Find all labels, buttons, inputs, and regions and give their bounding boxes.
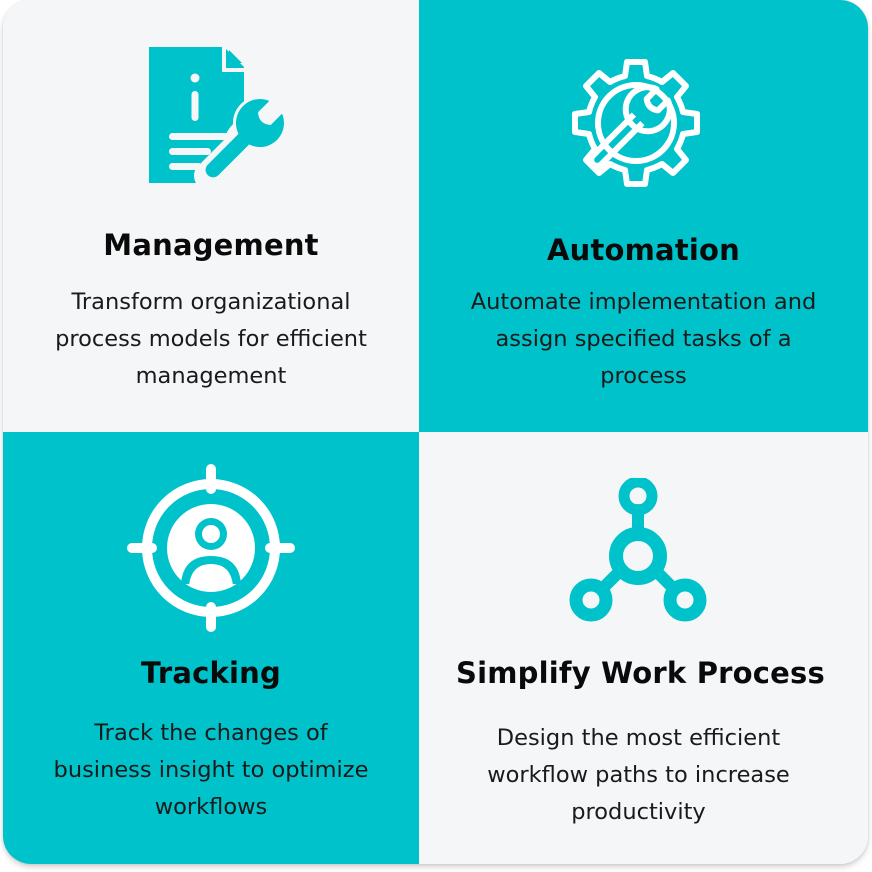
quadrant-title: Simplify Work Process: [456, 656, 825, 690]
target-user-icon: [3, 462, 419, 634]
gear-wrench-icon: [403, 50, 868, 200]
description-line: workflow paths to increase: [487, 762, 790, 788]
quadrant-description: Track the changes of business insight to…: [3, 715, 419, 826]
quadrant-tracking: Tracking Track the changes of business i…: [3, 432, 419, 864]
description-line: Automate implementation and: [470, 289, 817, 315]
description-line: business insight to optimize: [53, 757, 369, 783]
description-line: productivity: [571, 799, 706, 825]
quadrant-title: Tracking: [141, 656, 281, 690]
description-line: management: [135, 363, 287, 389]
document-wrench-icon: [3, 42, 419, 197]
quadrant-description: Design the most efficient workflow paths…: [409, 720, 868, 831]
network-nodes-icon: [407, 478, 868, 628]
description-line: Track the changes of: [94, 720, 328, 746]
features-card: Management Transform organizational proc…: [3, 0, 868, 864]
quadrant-simplify: Simplify Work Process Design the most ef…: [419, 432, 868, 864]
description-line: process: [600, 363, 687, 389]
description-line: process models for efficient: [55, 326, 367, 352]
description-line: Design the most efficient: [496, 725, 781, 751]
description-line: workflows: [154, 794, 268, 820]
quadrant-automation: Automation Automate implementation and a…: [419, 0, 868, 432]
description-line: assign specified tasks of a: [495, 326, 792, 352]
quadrant-title: Automation: [546, 233, 741, 267]
description-line: Transform organizational: [71, 289, 351, 315]
quadrant-description: Automate implementation and assign speci…: [419, 284, 868, 395]
quadrant-title: Management: [103, 228, 319, 262]
quadrant-description: Transform organizational process models …: [3, 284, 419, 395]
quadrant-management: Management Transform organizational proc…: [3, 0, 419, 432]
